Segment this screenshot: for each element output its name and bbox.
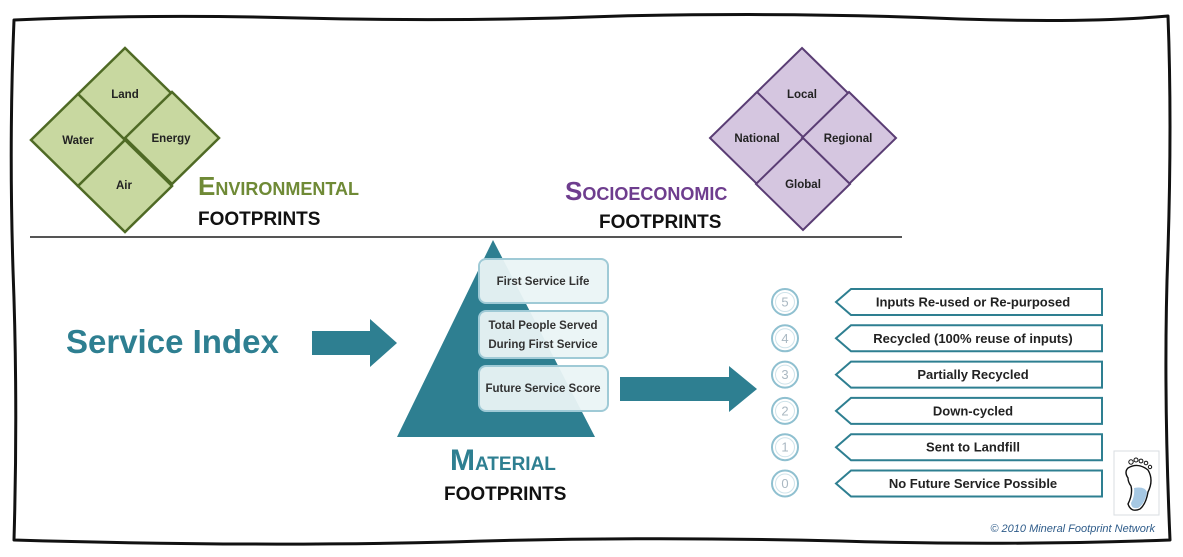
score-number: 0 [781,476,788,491]
score-label-box [834,360,1103,389]
pyramid-box-2-line-1: Total People Served [488,320,597,332]
socioeconomic-heading-initial: S [565,176,582,206]
score-levels: 5 Inputs Re-used or Re-purposed 4 Recycled … [771,288,1103,498]
service-index-arrow [312,319,397,367]
environmental-heading-rest: NVIRONMENTAL [215,179,359,199]
score-number-inner-ring [775,473,795,494]
tile-air-label: Air [116,180,133,192]
score-level-row: 0 No Future Service Possible [771,469,1103,498]
score-level-row: 3 Partially Recycled [771,360,1103,389]
tile-energy-label: Energy [152,133,192,145]
pyramid-box-3: Future Service Score [478,365,609,412]
score-label: Recycled (100% reuse of inputs) [873,331,1072,346]
score-number: 1 [781,440,788,455]
score-label-box [834,288,1103,316]
future-service-arrow [620,366,757,412]
pyramid-box-2: Total People Served During First Service [478,310,609,359]
pyramid-box-3-line-1: Future Service Score [485,383,600,395]
material-heading-rest: ATERIAL [475,454,556,475]
tile-global-label: Global [785,179,821,191]
score-number-inner-ring [775,328,795,349]
copyright-notice: © 2010 Mineral Footprint Network [990,523,1155,535]
tile-national-label: National [734,133,779,145]
score-label: Sent to Landfill [926,440,1020,455]
socioeconomic-diamond: Local National Regional Global [708,46,898,232]
tile-land-label: Land [111,89,138,101]
score-number: 4 [781,331,788,346]
score-label-box [834,396,1103,425]
material-heading-initial: M [450,444,475,477]
socioeconomic-footprints-label: FOOTPRINTS [599,212,721,233]
sketch-frame [9,13,1172,546]
score-number-inner-ring [775,364,795,385]
score-label-box [834,433,1103,462]
tile-water-label: Water [62,135,94,147]
score-label: Down-cycled [933,403,1013,418]
footprint-icon [1113,450,1160,516]
score-level-row: 4 Recycled (100% reuse of inputs) [771,324,1103,353]
score-number-inner-ring [775,437,795,458]
score-level-row: 1 Sent to Landfill [771,433,1103,462]
score-number-inner-ring [775,400,795,421]
pyramid-box-1: First Service Life [478,258,609,304]
score-number: 2 [781,403,788,418]
tile-local-label: Local [787,89,817,101]
score-number: 5 [781,295,788,310]
score-label-box [834,324,1103,353]
socioeconomic-heading-rest: OCIOECONOMIC [582,184,727,204]
environmental-footprints-label: FOOTPRINTS [198,209,320,230]
tile-air [76,138,174,234]
environmental-diamond: Land Water Energy Air [29,46,221,234]
score-label-box [834,469,1103,498]
score-level-row: 5 Inputs Re-used or Re-purposed [771,288,1103,316]
score-number-inner-ring [775,292,795,312]
tile-regional-label: Regional [824,133,873,145]
service-index-label: Service Index [66,323,279,360]
score-number: 3 [781,367,788,382]
score-label: No Future Service Possible [889,476,1057,491]
tile-global [754,136,852,232]
environmental-heading: ENVIRONMENTAL [198,171,359,201]
score-label: Inputs Re-used or Re-purposed [876,295,1070,310]
socioeconomic-heading: SOCIOECONOMIC [565,176,727,206]
score-label: Partially Recycled [917,367,1028,382]
score-level-row: 2 Down-cycled [771,396,1103,425]
material-footprints-label: FOOTPRINTS [444,484,566,505]
pyramid-box-1-line-1: First Service Life [497,276,590,288]
environmental-heading-initial: E [198,171,215,201]
pyramid-box-2-line-2: During First Service [488,339,597,351]
material-heading: MATERIAL [450,444,556,477]
tile-energy [123,90,221,186]
